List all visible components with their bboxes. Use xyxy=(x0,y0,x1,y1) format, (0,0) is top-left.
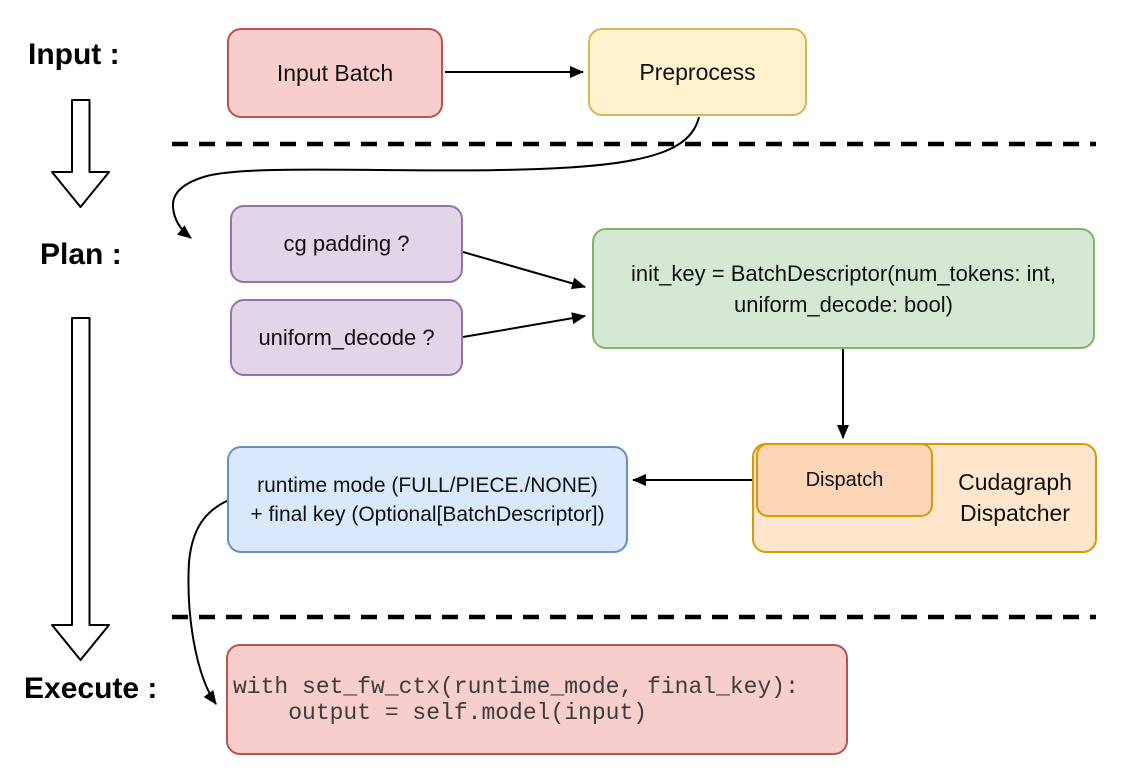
flow-arrow-plan-to-execute-icon xyxy=(51,317,110,661)
connector-preprocess-to-cgpadding xyxy=(171,116,700,239)
flow-arrow-input-to-plan-icon xyxy=(51,99,110,208)
code-line2: output = self.model(input) xyxy=(233,699,648,726)
stage-label-input: Input : xyxy=(28,38,120,71)
cudagraph-dispatcher-label: Cudagraph Dispatcher xyxy=(933,443,1097,553)
init-key-line2: uniform_decode: bool) xyxy=(734,291,953,317)
node-input-batch: Input Batch xyxy=(227,28,443,118)
code-line1: with set_fw_ctx(runtime_mode, final_key)… xyxy=(233,673,799,700)
node-uniform-decode: uniform_decode ? xyxy=(230,299,463,376)
connector-uniformdecode-to-initkey xyxy=(462,312,586,338)
cudagraph-dispatcher-line2: Dispatcher xyxy=(960,500,1070,526)
connector-runtimemode-to-code xyxy=(187,499,230,705)
runtime-mode-line2: + final key (Optional[BatchDescriptor]) xyxy=(250,502,605,526)
node-dispatch: Dispatch xyxy=(756,443,933,517)
node-runtime-mode: runtime mode (FULL/PIECE./NONE) + final … xyxy=(227,446,628,553)
stage-label-execute: Execute : xyxy=(24,672,158,705)
node-cg-padding: cg padding ? xyxy=(230,205,463,283)
init-key-line1: init_key = BatchDescriptor(num_tokens: i… xyxy=(631,260,1056,286)
node-preprocess: Preprocess xyxy=(588,28,807,116)
node-init-key: init_key = BatchDescriptor(num_tokens: i… xyxy=(592,228,1095,349)
node-execute-code: with set_fw_ctx(runtime_mode, final_key)… xyxy=(226,644,848,755)
runtime-mode-line1: runtime mode (FULL/PIECE./NONE) xyxy=(257,473,598,497)
connector-cgpadding-to-initkey xyxy=(462,251,586,290)
stage-label-plan: Plan : xyxy=(40,238,122,271)
cudagraph-dispatcher-line1: Cudagraph xyxy=(958,469,1072,495)
